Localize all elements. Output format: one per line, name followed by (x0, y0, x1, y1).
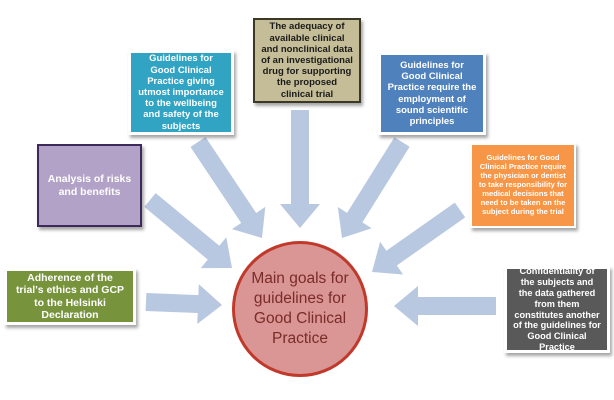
node-data-adequacy: The adequacy of available clinical and n… (253, 18, 361, 103)
arrow-risks (144, 193, 232, 269)
node-label: Confidentiality of the subjects and the … (513, 266, 601, 353)
node-wellbeing-safety: Guidelines for Good Clinical Practice gi… (128, 50, 234, 135)
node-label: Analysis of risks and benefits (47, 173, 132, 198)
arrow-ethics (145, 284, 222, 324)
arrow-adequacy (280, 110, 320, 228)
node-label: Guidelines for Good Clinical Practice re… (478, 153, 568, 216)
arrow-wellbeing (190, 137, 266, 238)
node-physician-responsibility: Guidelines for Good Clinical Practice re… (470, 143, 576, 228)
node-confidentiality: Confidentiality of the subjects and the … (504, 266, 610, 353)
arrow-scientific (337, 137, 410, 238)
node-label: Guidelines for Good Clinical Practice gi… (138, 53, 224, 132)
node-label: The adequacy of available clinical and n… (261, 21, 353, 100)
center-label: Main goals for guidelines for Good Clini… (251, 269, 349, 348)
node-risks-benefits: Analysis of risks and benefits (37, 144, 142, 227)
node-label: Guidelines for Good Clinical Practice re… (387, 59, 477, 127)
arrow-physician (372, 202, 466, 275)
node-scientific-principles: Guidelines for Good Clinical Practice re… (378, 52, 486, 135)
node-label: Adherence of the trial's ethics and GCP … (15, 271, 125, 321)
center-circle: Main goals for guidelines for Good Clini… (232, 241, 368, 377)
arrow-confidentiality (394, 286, 496, 326)
node-helsinki-adherence: Adherence of the trial's ethics and GCP … (4, 268, 136, 325)
